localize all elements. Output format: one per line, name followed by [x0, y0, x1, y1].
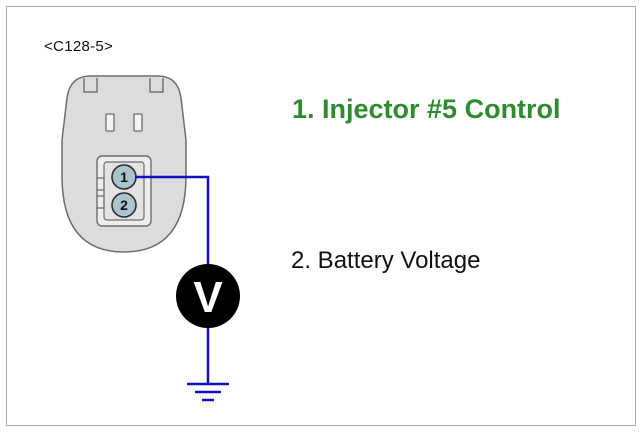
connector-id-label: <C128-5>	[44, 38, 114, 55]
ground-icon	[187, 382, 229, 402]
pin-1: 1	[111, 164, 137, 190]
connector-housing	[61, 75, 187, 253]
voltmeter-symbol: V	[193, 273, 223, 322]
pin-2-number: 2	[120, 197, 128, 213]
pin-2-description: 2. Battery Voltage	[291, 247, 481, 274]
pin-2: 2	[111, 192, 137, 218]
voltmeter-icon: V	[176, 264, 240, 328]
pin-1-number: 1	[120, 169, 128, 185]
pin-1-description: 1. Injector #5 Control	[292, 94, 561, 124]
probe-wire-positive	[135, 175, 210, 265]
